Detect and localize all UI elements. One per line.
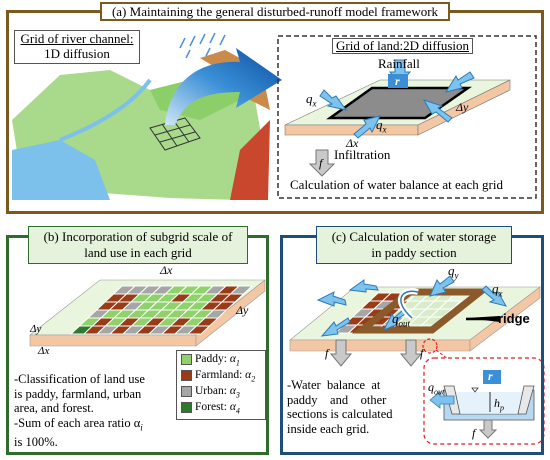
legend-symbol: α — [229, 401, 236, 413]
b-text-line4-main: -Sum of each area ratio α — [14, 415, 141, 430]
paddy-cross-section — [429, 370, 535, 439]
zoom-arrow — [165, 48, 282, 125]
legend-label: Farmland: — [195, 369, 246, 381]
panel-c-title-line1: (c) Calculation of water storage — [331, 229, 497, 244]
subgrid-cell — [186, 325, 211, 335]
c-text-line3: sections is calculated — [287, 407, 393, 421]
f-label-a: f — [319, 156, 323, 170]
panel-b-title-line2: land use in each grid — [84, 245, 192, 260]
panel-c-text: -Water balance at paddy and other sectio… — [287, 378, 421, 436]
c-text-line2: paddy and other — [287, 392, 387, 407]
inset-hp-label: hp — [494, 396, 504, 415]
c-text-line1: -Water balance at — [287, 378, 381, 392]
legend-symbol-sub: 2 — [251, 374, 256, 384]
legend-symbol: α — [229, 385, 236, 397]
b-text-line3: area, and forest. — [14, 401, 94, 415]
dy-label: Δy — [456, 100, 469, 114]
rainfall-label: Rainfall — [378, 56, 420, 71]
qx-c-symbol: q — [492, 281, 499, 296]
r-box — [388, 74, 408, 88]
qx-symbol: q — [306, 91, 313, 106]
inset-f-label: f — [472, 426, 476, 440]
legend-symbol-sub: 3 — [235, 390, 240, 400]
legend-symbol: α — [229, 353, 236, 365]
qout-label-c: qout — [392, 312, 410, 331]
legend-label: Urban: — [195, 385, 230, 397]
panel-c-flow-arrows — [316, 275, 508, 367]
legend-item: Farmland: α2 — [177, 367, 265, 383]
inset-qout-symbol: q — [428, 380, 434, 394]
rain-lines — [179, 32, 226, 59]
b-text-line2: is paddy, farmland, urban — [14, 386, 142, 401]
b-text-line5: is 100%. — [14, 434, 58, 449]
qy-c-sub: y — [454, 270, 459, 281]
qy-c-symbol: q — [448, 263, 455, 278]
river-label-line2: 1D diffusion — [44, 46, 110, 61]
inset-qout-label: qout — [428, 380, 444, 399]
land-use-subgrid — [69, 285, 254, 335]
panel-c-title: (c) Calculation of water storage in padd… — [316, 226, 512, 264]
inset-r-label: r — [488, 369, 493, 383]
inset-hp-symbol: h — [494, 396, 500, 410]
legend-swatch — [181, 369, 192, 381]
land-grid-label: Grid of land:2D diffusion — [332, 38, 473, 54]
legend-item: Urban: α3 — [177, 383, 265, 399]
qx-label-bottom: qx — [376, 118, 387, 137]
dy-label-b: Δy — [236, 303, 249, 317]
zoom-circle — [422, 338, 438, 354]
c-text-line4: inside each grid. — [287, 421, 370, 436]
qx-sub-2: x — [382, 124, 387, 135]
panel-b-title-line1: (b) Incorporation of subgrid scale of — [43, 229, 233, 244]
legend-swatch — [181, 401, 192, 413]
ridge-frame — [351, 288, 491, 334]
legend-item: Paddy: α1 — [177, 351, 265, 367]
dx-label: Δx — [346, 136, 359, 150]
qout-c-sub: out — [398, 318, 411, 329]
panel-a-title: (a) Maintaining the general disturbed-ru… — [100, 2, 450, 21]
inset-qout-sub: out — [434, 387, 445, 397]
dy-small-label-b: Δy — [30, 323, 42, 335]
qx-c-sub: x — [498, 288, 503, 299]
f1-label-c: f — [325, 346, 329, 360]
r-label: r — [395, 74, 400, 88]
land-grid-box — [277, 35, 537, 199]
qx-label-c: qx — [492, 282, 503, 301]
panel-c-title-line2: in paddy section — [371, 245, 457, 260]
qx-sub: x — [312, 98, 317, 109]
panel-b-title: (b) Incorporation of subgrid scale of la… — [28, 226, 248, 264]
legend-item: Forest: α4 — [177, 399, 265, 415]
b-text-line1: -Classification of land use — [14, 372, 145, 386]
qy-label-c: qy — [448, 264, 459, 283]
dx-small-label-b: Δx — [38, 345, 50, 357]
river-label-line1: Grid of river channel: — [20, 31, 134, 46]
legend-symbol-sub: 1 — [235, 358, 240, 368]
legend-swatch — [181, 353, 192, 365]
legend-symbol: α — [245, 369, 252, 381]
land-slab — [284, 79, 511, 136]
legend-swatch — [181, 385, 192, 397]
legend-label: Paddy: — [195, 353, 230, 365]
panel-a-caption: Calculation of water balance at each gri… — [290, 177, 503, 192]
legend-symbol-sub: 4 — [235, 406, 240, 416]
legend-label: Forest: — [195, 401, 230, 413]
f2-label-c: f — [420, 346, 424, 360]
b-text-line4-sub: i — [140, 422, 143, 432]
infiltration-label: Infiltration — [334, 147, 391, 162]
ridge-label: ridge — [498, 311, 530, 326]
panel-b-text: -Classification of land use is paddy, fa… — [14, 372, 184, 449]
inset-hp-sub: p — [500, 403, 504, 413]
qx-label-left: qx — [306, 92, 317, 111]
qy-symbol: q — [376, 117, 383, 132]
river-grid-label: Grid of river channel: 1D diffusion — [14, 30, 140, 64]
b-text-line4: -Sum of each area ratio αi — [14, 416, 184, 435]
dx-label-b: Δx — [160, 263, 173, 277]
qout-c-symbol: q — [392, 311, 399, 326]
